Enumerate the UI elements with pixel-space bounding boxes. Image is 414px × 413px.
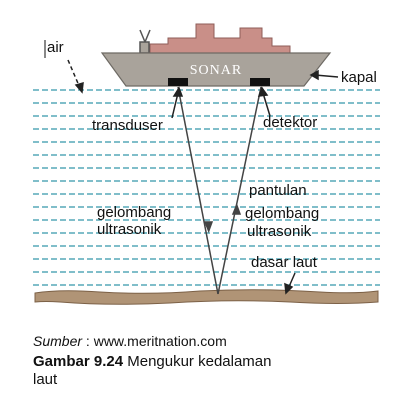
source-label: Sumber xyxy=(33,333,83,349)
ship-hull xyxy=(100,52,332,87)
label-transducer: transduser xyxy=(92,117,163,134)
sonar-label: SONAR xyxy=(190,63,242,78)
figure-caption-line-2: laut xyxy=(33,371,57,389)
label-wave-up-2: gelombang xyxy=(245,205,320,222)
figure-source: Sumber : www.meritnation.com xyxy=(33,332,227,350)
figure-text-2: laut xyxy=(33,371,58,388)
ship-mast xyxy=(139,29,151,54)
label-wave-up-3: ultrasonik xyxy=(247,223,312,240)
label-wave-up-1: pantulan xyxy=(249,182,307,199)
source-separator: : xyxy=(82,333,94,349)
transducer-block xyxy=(168,78,188,86)
ship-superstructure xyxy=(149,23,291,54)
up-arrow-icon xyxy=(231,202,242,215)
down-arrow-icon xyxy=(203,221,214,234)
label-water: air xyxy=(47,39,64,56)
seabed xyxy=(34,289,379,305)
label-seabed: dasar laut xyxy=(251,254,317,271)
figure-caption: Gambar 9.24 Mengukur kedalaman xyxy=(33,353,271,371)
source-url: www.meritnation.com xyxy=(93,333,227,349)
figure-number: Gambar 9.24 xyxy=(33,353,124,370)
water-lines xyxy=(33,89,380,286)
leader-lines xyxy=(67,59,339,295)
label-wave-down-1: gelombang xyxy=(97,204,172,221)
ultrasonic-rays xyxy=(177,86,262,295)
label-ship: kapal xyxy=(341,69,377,86)
label-wave-down-2: ultrasonik xyxy=(97,221,162,238)
detector-block xyxy=(250,78,270,86)
label-detector: detektor xyxy=(263,114,318,131)
figure-text-1: Mengukur kedalaman xyxy=(123,353,272,370)
